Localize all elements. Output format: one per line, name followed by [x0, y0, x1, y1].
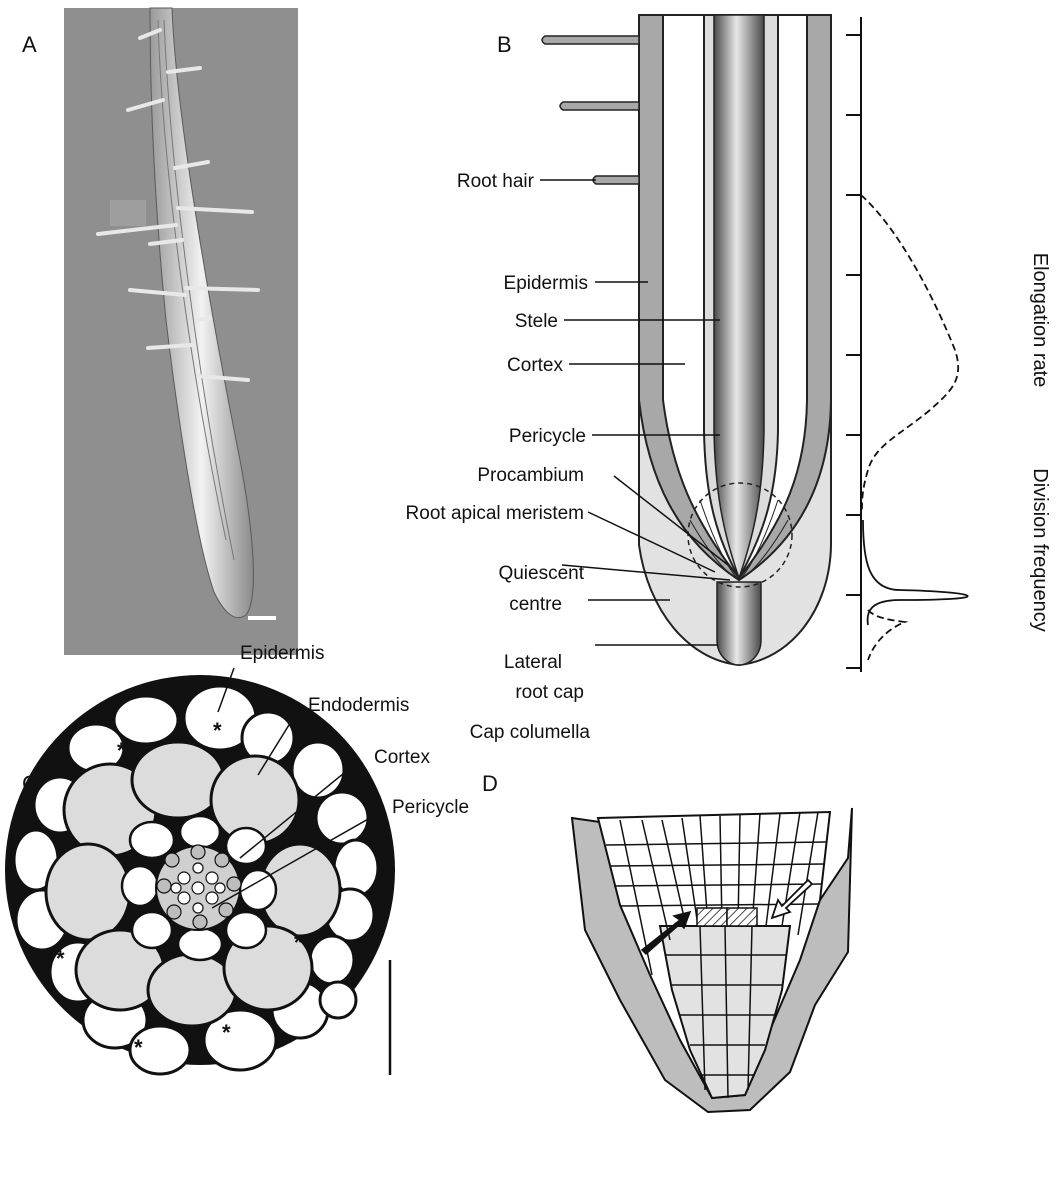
asterisk-1: *	[117, 738, 126, 763]
label-c-cortex: Cortex	[374, 747, 430, 768]
label-pericycle: Pericycle	[509, 426, 586, 447]
asterisk-7: *	[134, 1035, 143, 1060]
asterisk-5: *	[56, 946, 65, 971]
label-c-endodermis: Endodermis	[308, 695, 409, 716]
label-root-hair: Root hair	[457, 171, 535, 192]
label-lateral-line1: Lateral	[504, 652, 562, 673]
panel-a-letter: A	[22, 32, 37, 57]
root-tip-quiescent-cell-1	[697, 908, 727, 926]
label-quiescent-line2: centre	[509, 594, 562, 615]
cap-columella-region	[717, 582, 761, 665]
growth-profile-axis	[846, 17, 861, 672]
axis-label-division-frequency: Division frequency	[1029, 468, 1051, 631]
division-frequency-curve	[863, 520, 968, 625]
panel-d-letter: D	[482, 771, 498, 796]
label-quiescent-line1: Quiescent	[498, 563, 584, 584]
root-hair-projections	[542, 36, 639, 184]
panel-b: B	[406, 15, 1051, 743]
label-c-pericycle: Pericycle	[392, 797, 469, 818]
asterisk-3: *	[58, 838, 67, 863]
panel-a: A	[22, 8, 298, 655]
asterisk-6: *	[294, 930, 303, 955]
label-cap-columella: Cap columella	[470, 722, 591, 743]
asterisk-4: *	[288, 832, 297, 857]
label-stele: Stele	[515, 311, 558, 332]
division-frequency-dashed-tail	[868, 610, 905, 660]
label-root-apical-meristem: Root apical meristem	[406, 503, 584, 524]
label-cortex: Cortex	[507, 355, 563, 376]
label-c-epidermis: Epidermis	[240, 643, 324, 664]
root-tip-quiescent-cell-2	[727, 908, 757, 926]
panel-d: D	[482, 771, 852, 1112]
asterisk-8: *	[222, 1020, 231, 1045]
label-procambium: Procambium	[477, 465, 584, 486]
elongation-rate-curve	[861, 195, 958, 510]
label-epidermis: Epidermis	[504, 273, 588, 294]
asterisk-2: *	[213, 718, 222, 743]
scale-bar	[248, 616, 276, 620]
panel-c: C	[5, 643, 469, 1075]
label-lateral-line2: root cap	[515, 682, 584, 703]
axis-label-elongation-rate: Elongation rate	[1029, 253, 1051, 388]
panel-b-letter: B	[497, 32, 512, 57]
stele-region	[714, 15, 764, 578]
